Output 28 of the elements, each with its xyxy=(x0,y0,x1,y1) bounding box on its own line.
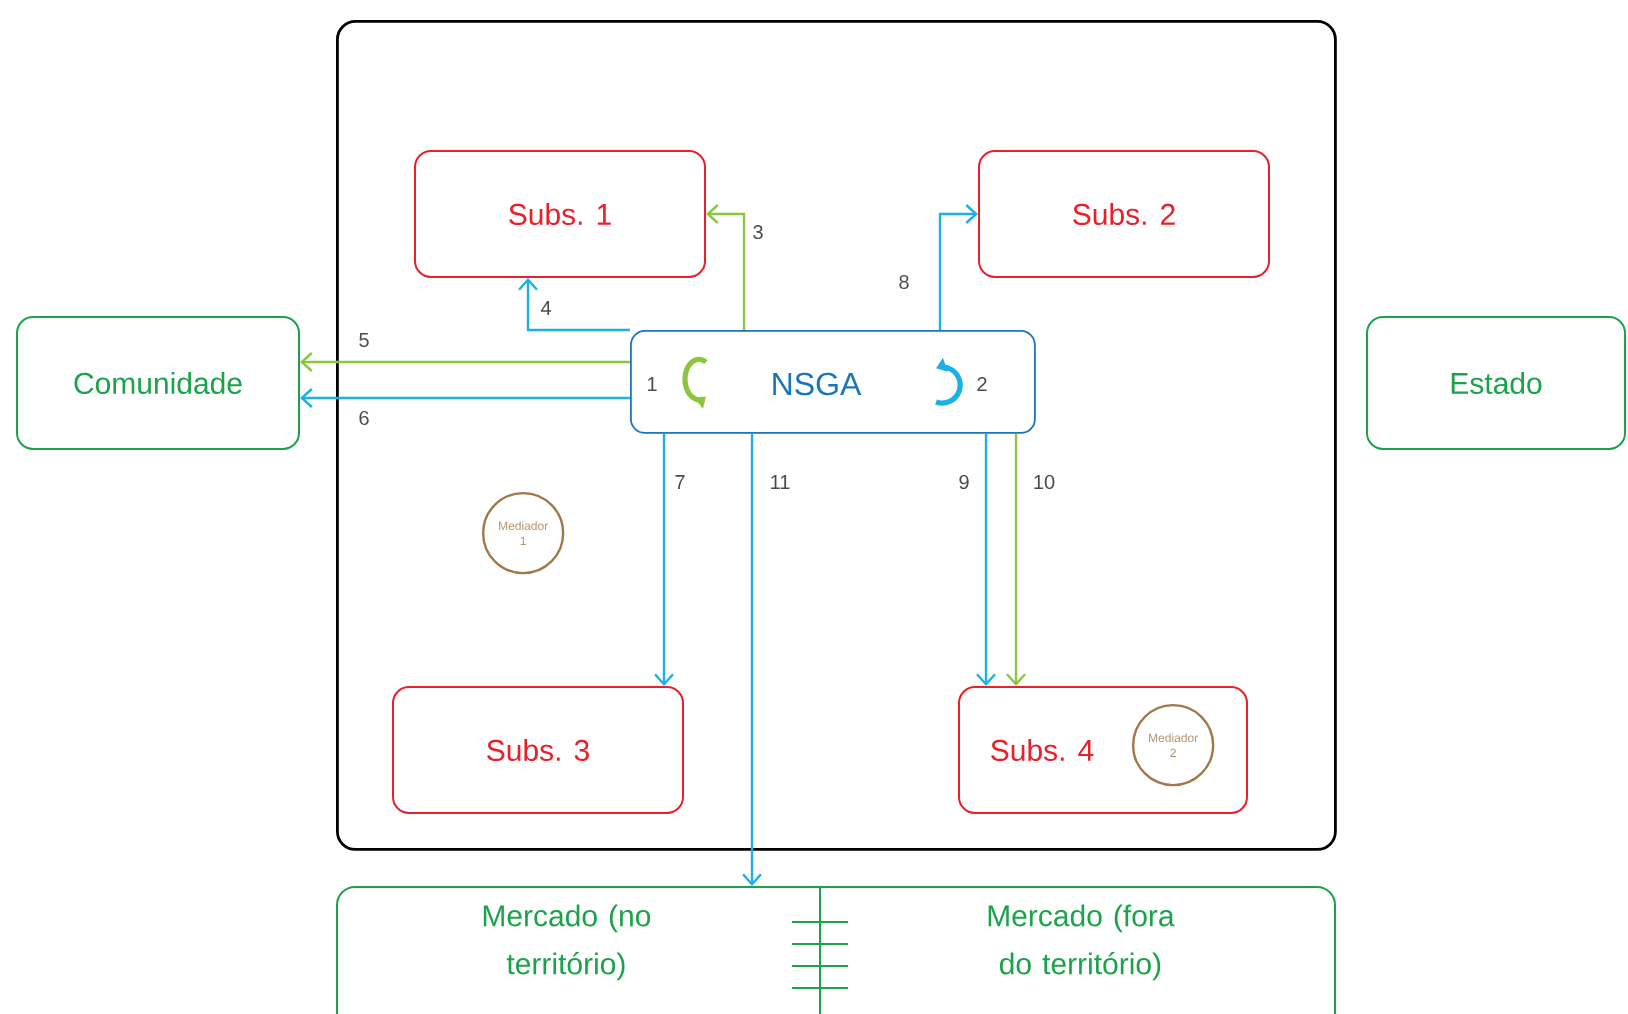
edge-label: 11 xyxy=(767,473,793,491)
process-box: 1 NSGA 2 xyxy=(630,330,1036,434)
edge-label: 6 xyxy=(356,408,372,428)
edge-label: 10 xyxy=(1030,472,1058,492)
arrow xyxy=(706,204,746,330)
edge-label: 4 xyxy=(538,299,554,317)
container-box xyxy=(336,20,1337,851)
arrow xyxy=(1006,433,1026,686)
arrow xyxy=(654,433,674,686)
edge-label: 5 xyxy=(356,331,372,349)
market-label: Mercado (fora do território) xyxy=(988,904,1175,981)
edge-label: 3 xyxy=(750,222,766,242)
edge-label: 8 xyxy=(896,272,912,292)
actor-box: Estado xyxy=(1366,316,1626,450)
process-box: Subs. 3 xyxy=(392,686,684,814)
edge-label: 7 xyxy=(672,473,688,491)
market-label: Mercado (no território) xyxy=(483,904,651,981)
arrow xyxy=(742,433,762,886)
edge-label: 9 xyxy=(956,472,972,492)
actor-box: Comunidade xyxy=(16,316,300,450)
arrow xyxy=(976,433,996,686)
market-box xyxy=(336,886,1336,1014)
process-box: Subs. 1 xyxy=(414,150,706,278)
arrow xyxy=(518,278,630,332)
arrow xyxy=(300,388,630,408)
process-box: Subs. 2 xyxy=(978,150,1270,278)
arrow xyxy=(938,204,978,330)
arrow xyxy=(300,352,630,372)
